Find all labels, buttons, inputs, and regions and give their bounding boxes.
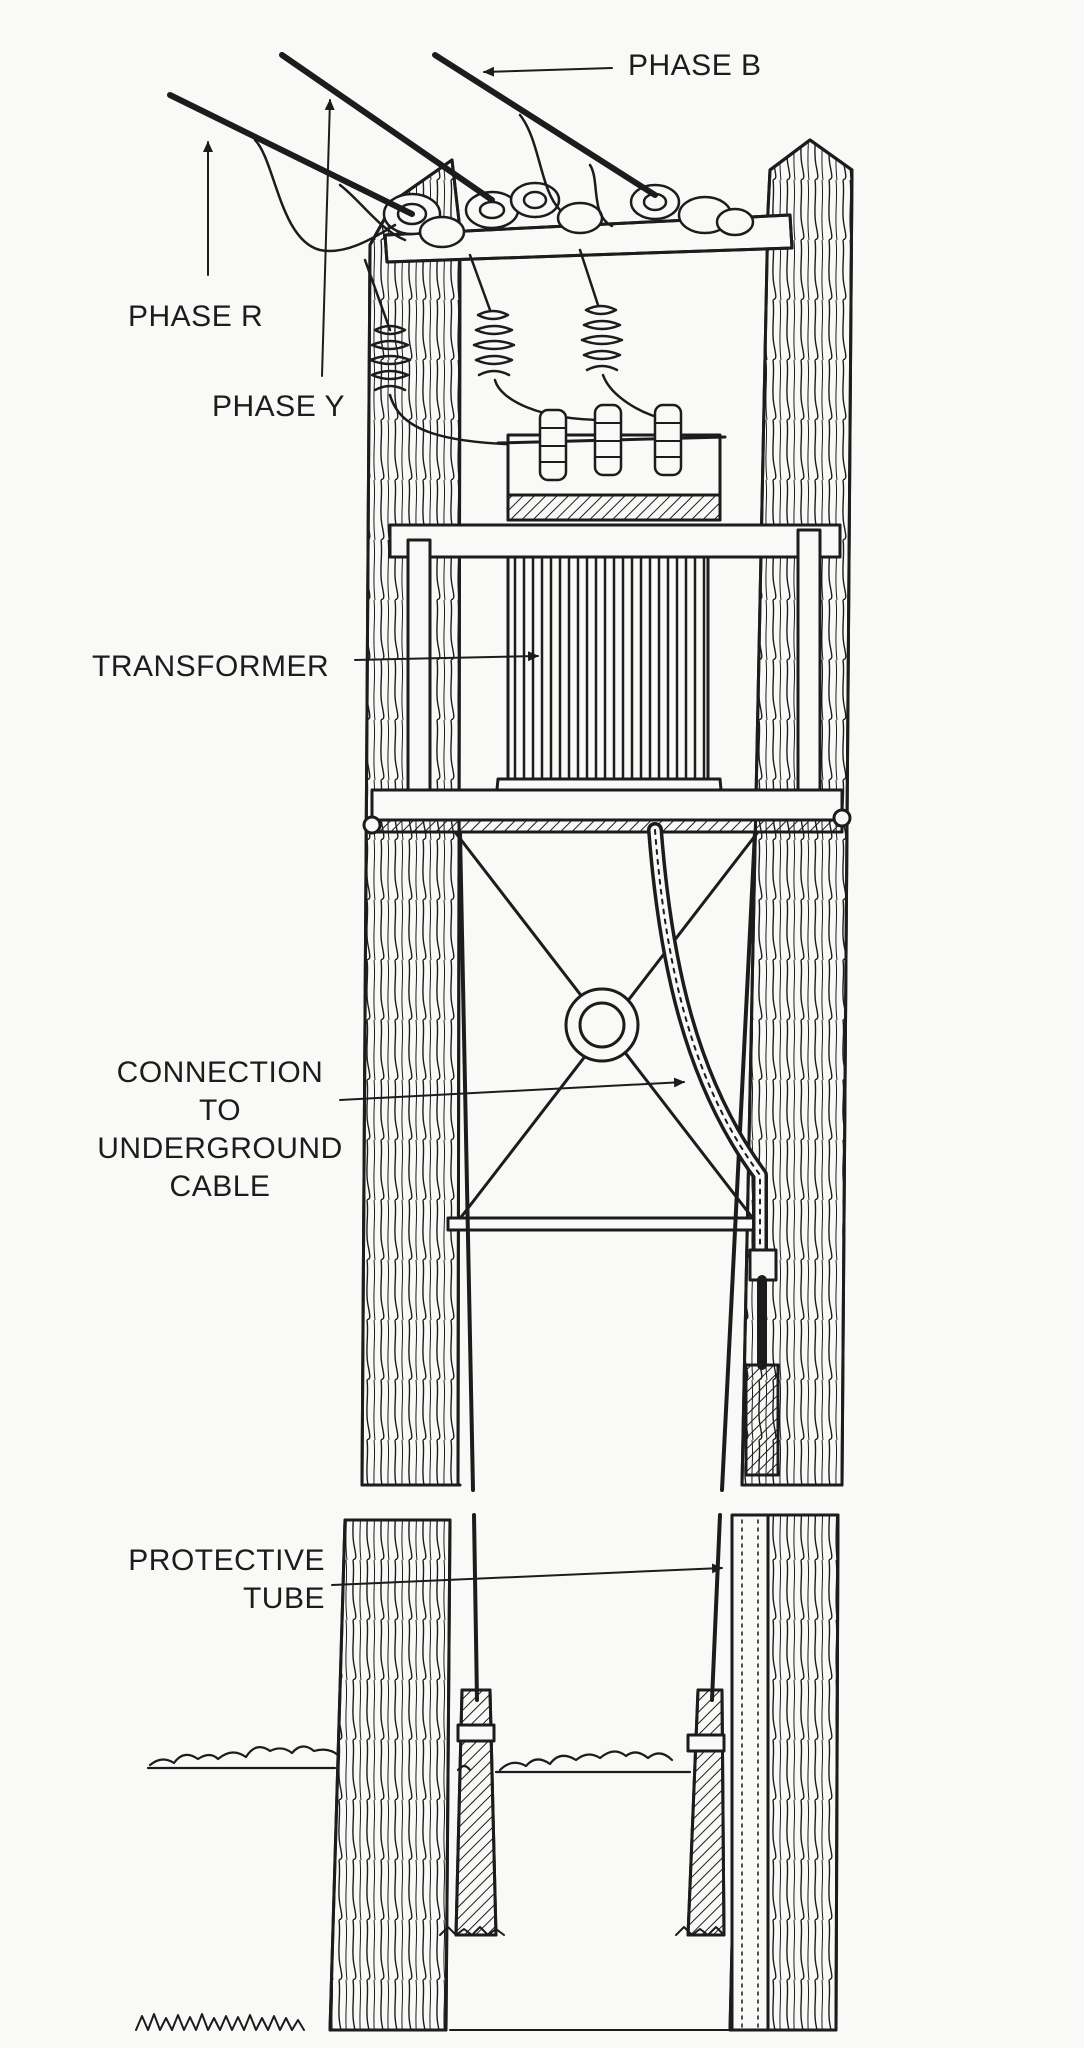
label-phase-b: PHASE B xyxy=(628,49,762,82)
support-rods xyxy=(458,830,757,1492)
horizon-bushes xyxy=(146,1745,692,1774)
rod-anchors xyxy=(454,1688,726,1937)
underground-cable xyxy=(647,822,780,1477)
leader-arrows xyxy=(203,66,723,1586)
cross-bracing xyxy=(446,830,760,1232)
transformer-tank xyxy=(494,555,724,802)
lower-rods xyxy=(472,1513,722,1702)
label-connection-underground-cable: CONNECTION TO UNDERGROUND CABLE xyxy=(97,1056,343,1203)
lower-platform-beam xyxy=(362,788,852,835)
label-transformer: TRANSFORMER xyxy=(92,650,330,683)
protective-tube xyxy=(730,1513,770,2032)
ground-line xyxy=(135,1926,731,2031)
label-phase-y: PHASE Y xyxy=(212,390,346,423)
phase-conductors xyxy=(167,52,658,217)
label-protective-tube: PROTECTIVE TUBE xyxy=(128,1544,325,1615)
label-phase-r: PHASE R xyxy=(128,300,264,333)
left-pole-lower xyxy=(328,1518,452,2032)
transformer-bushings xyxy=(496,403,727,522)
